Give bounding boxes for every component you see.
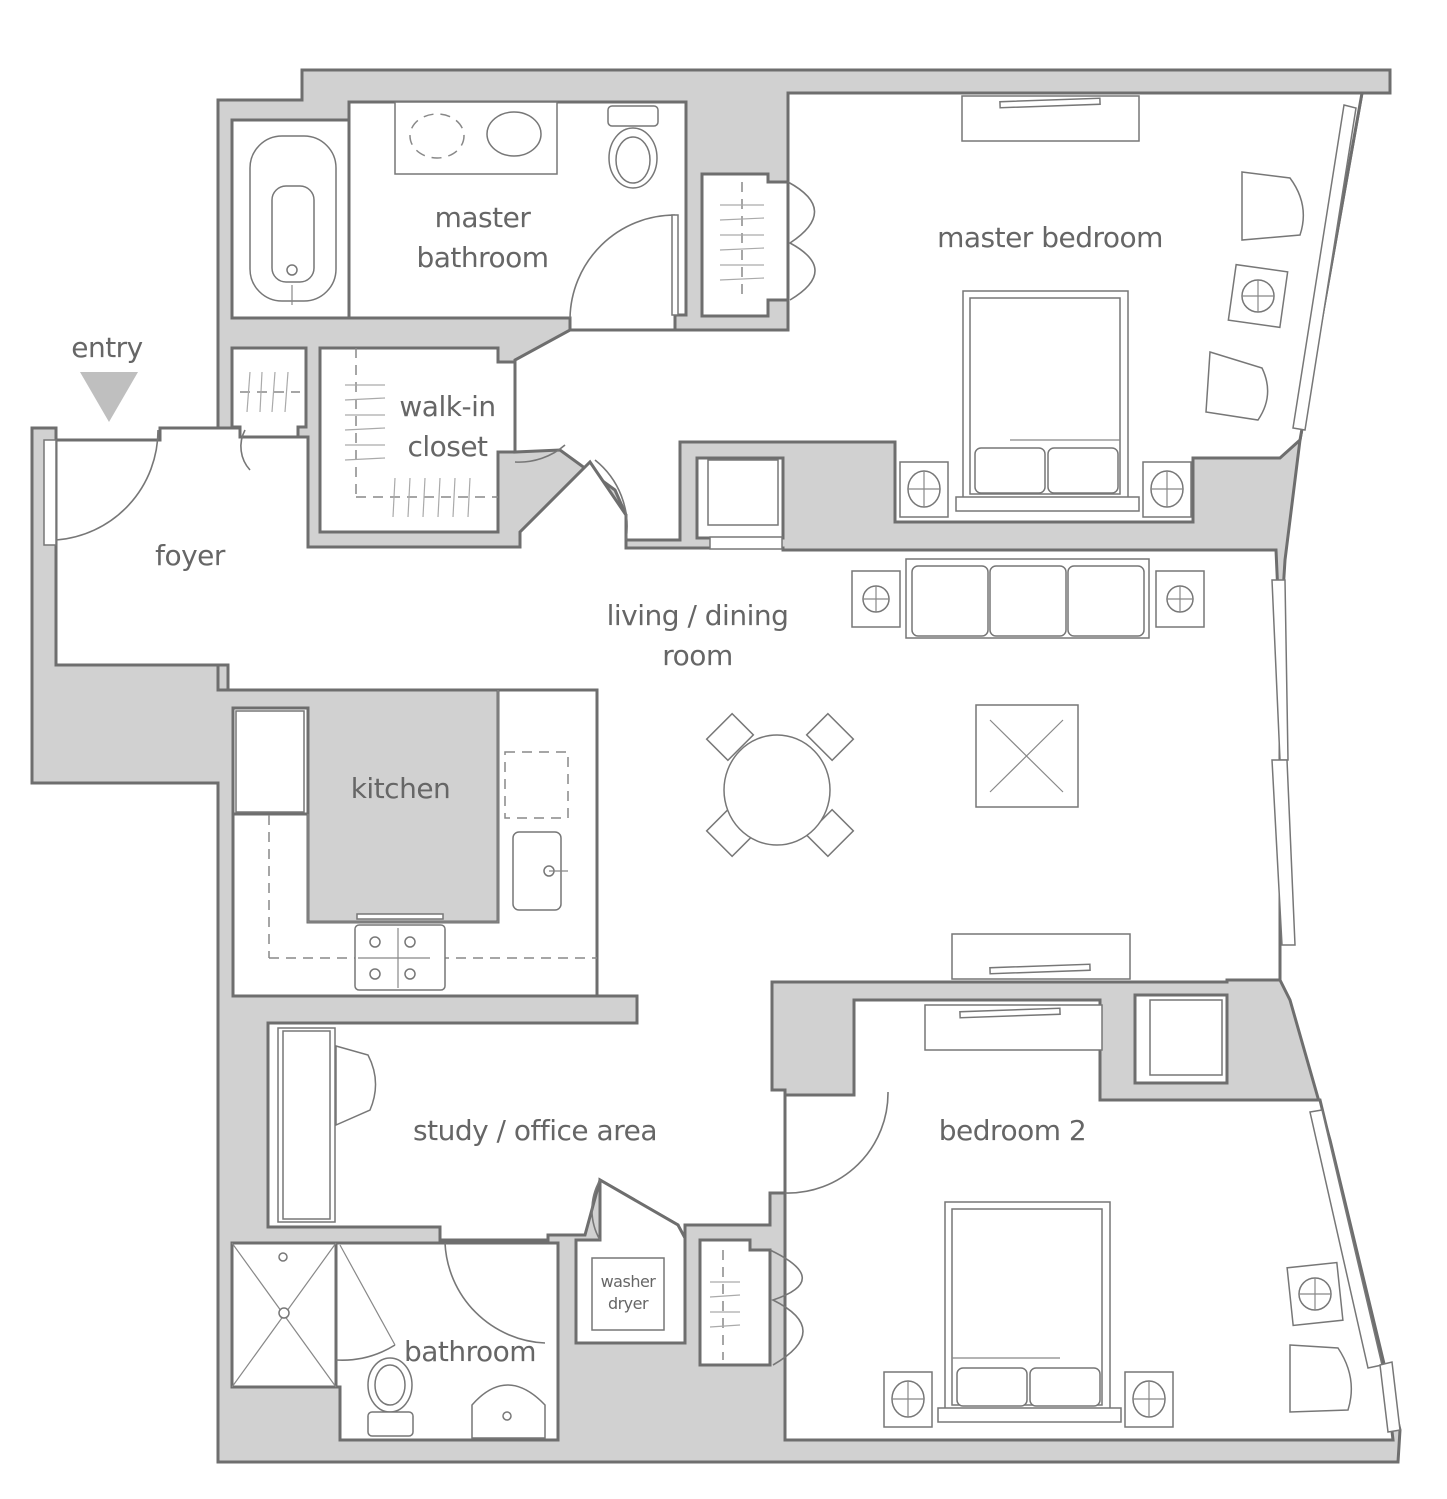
double-vanity-icon — [394, 101, 558, 175]
triangle-down-arrow-icon — [80, 372, 138, 422]
master-bed-icon — [955, 290, 1140, 512]
bathroom-toilet-icon — [367, 1357, 414, 1437]
washer-dryer-label: washer dryer — [600, 1272, 656, 1313]
tv-console-icon — [951, 933, 1131, 980]
bedroom2-nightstand-icon — [883, 1371, 1174, 1428]
entry-label: entry — [71, 331, 143, 364]
windows — [43, 104, 1401, 1433]
shower-icon — [231, 1242, 337, 1388]
bathroom-label: bathroom — [403, 1335, 537, 1368]
master-bathroom-label: master bathroom — [416, 201, 549, 274]
master-toilet-icon — [607, 105, 659, 189]
bedroom2-closet-icon — [1149, 999, 1223, 1076]
bathroom-sink-icon — [471, 1384, 546, 1439]
washer-dryer-icon — [591, 1257, 665, 1331]
armchair-icon — [1205, 171, 1305, 421]
master-bedroom-label: master bedroom — [937, 221, 1163, 254]
doors — [55, 181, 889, 1366]
living-dining-label: living / dining room — [606, 599, 789, 672]
bedroom2-bed-icon — [937, 1201, 1122, 1423]
refrigerator-icon — [235, 710, 305, 813]
nightstand-icon — [899, 461, 1192, 518]
coffee-table-icon — [975, 704, 1079, 808]
end-table-icon — [851, 570, 1205, 628]
master-bathtub-icon — [249, 135, 337, 305]
sofa-icon — [905, 558, 1150, 639]
master-bedroom-dresser-icon — [961, 95, 1140, 142]
desk-chair-icon — [335, 1045, 377, 1127]
walk-in-closet-label: walk-in closet — [399, 390, 496, 463]
room-floors — [54, 91, 1395, 1442]
bedroom-2-label: bedroom 2 — [938, 1114, 1087, 1147]
foyer-label: foyer — [155, 539, 225, 572]
bedroom2-armchair-icon — [1289, 1344, 1353, 1413]
kitchen-sink-icon — [512, 831, 568, 911]
closet-hangers-icon — [240, 182, 765, 1360]
dining-table-icon — [705, 712, 855, 858]
side-table-icon — [1227, 263, 1289, 329]
kitchen-counter-icon — [268, 690, 597, 959]
kitchen-label: kitchen — [350, 772, 451, 805]
bedroom2-dresser-icon — [924, 1004, 1103, 1051]
pantry-cabinet-icon — [707, 459, 783, 550]
cooktop-icon — [354, 913, 446, 991]
study-desk-icon — [277, 1027, 336, 1223]
study-label: study / office area — [413, 1114, 657, 1147]
bedroom2-side-table-icon — [1286, 1261, 1344, 1327]
